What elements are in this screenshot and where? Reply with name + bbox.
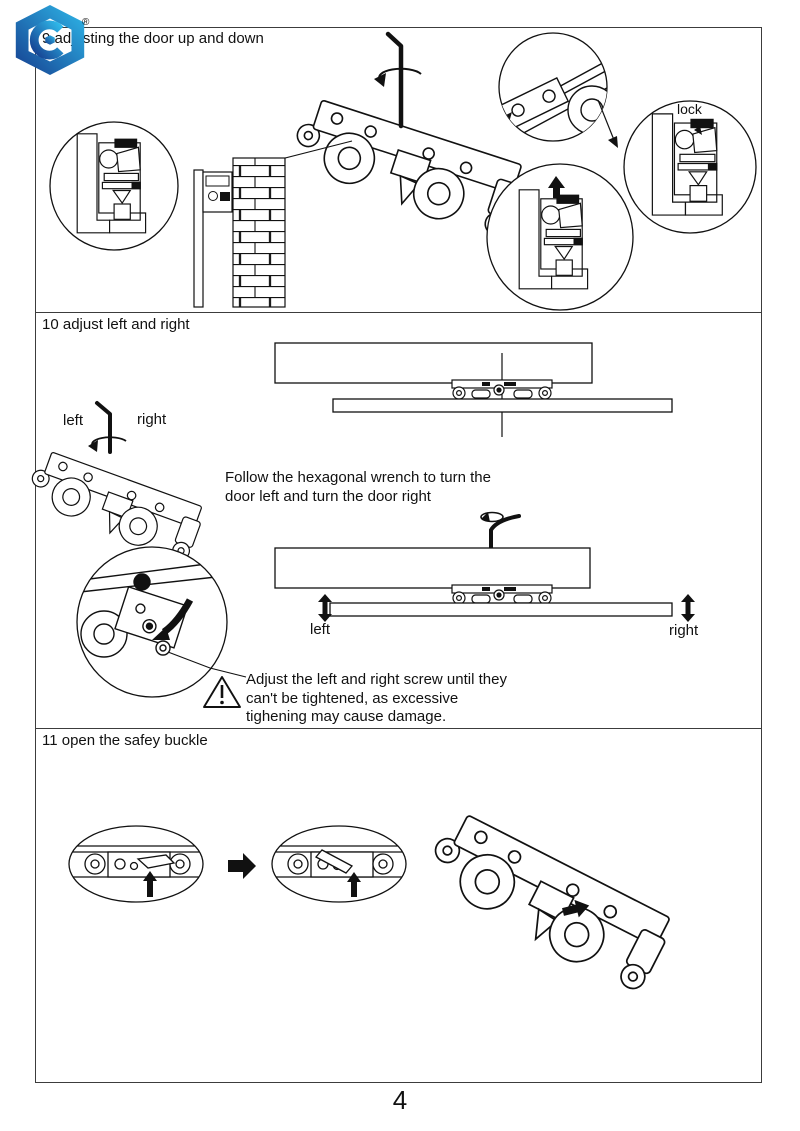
section-9-title: 9 adjusting the door up and down xyxy=(42,30,264,47)
warning-line-1: Adjust the left and right screw until th… xyxy=(246,671,507,688)
warning-line-2: can't be tightened, as excessive xyxy=(246,689,459,707)
warning-text: Adjust the left and right screw until th… xyxy=(246,671,507,727)
track-left-label: left xyxy=(310,621,331,638)
wrench-left-label: left xyxy=(63,412,84,429)
instruction-line-1: Follow the hexagonal wrench to turn the xyxy=(225,469,491,486)
registered-trademark: ® xyxy=(82,17,90,28)
section-11-title: 11 open the safey buckle xyxy=(42,732,208,749)
brand-logo xyxy=(15,5,85,75)
track-right-label: right xyxy=(669,622,699,639)
page-number: 4 xyxy=(392,1085,408,1115)
section-divider-9-10 xyxy=(35,312,761,313)
lock-label: lock xyxy=(677,101,702,117)
warning-line-3: tighening may cause damage. xyxy=(246,708,447,725)
emblem-c-shape xyxy=(29,20,64,60)
wrench-right-label: right xyxy=(137,411,167,428)
section-10-title: 10 adjust left and right xyxy=(42,316,190,333)
instruction-text: Follow the hexagonal wrench to turn the … xyxy=(225,468,491,506)
instruction-line-2: door left and turn the door right xyxy=(225,488,431,505)
page-border xyxy=(35,27,762,1083)
hexagon-emblem xyxy=(15,5,85,75)
section-divider-10-11 xyxy=(35,728,761,729)
